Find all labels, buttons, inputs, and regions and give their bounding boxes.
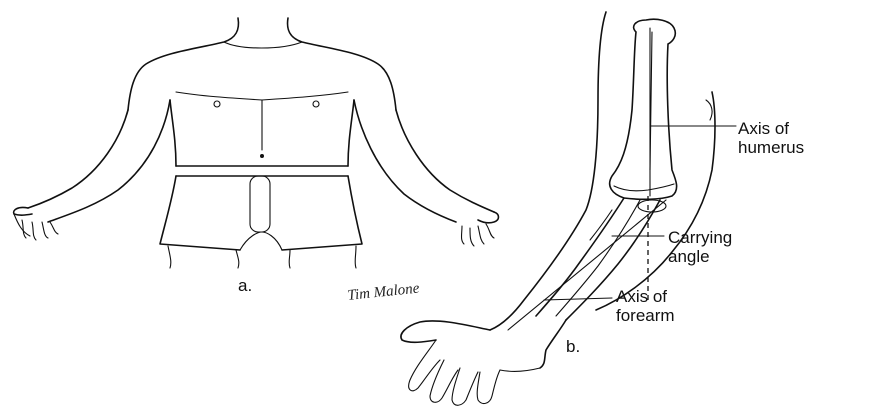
panel-a-label: a.: [238, 276, 252, 295]
forearm-leader-line: [544, 298, 612, 300]
panel-a-torso-drawing: [14, 18, 499, 268]
artist-signature: Tim Malone: [347, 280, 421, 303]
carrying-angle-label-line1: Carrying: [668, 228, 732, 247]
axis-forearm-label-line1: Axis of: [616, 287, 667, 306]
panel-b-arm-drawing: [401, 12, 715, 405]
carrying-angle-label-line2: angle: [668, 247, 710, 266]
axis-forearm-label-line2: forearm: [616, 306, 675, 325]
panel-b-label: b.: [566, 337, 580, 356]
axis-humerus-label-line1: Axis of: [738, 119, 789, 138]
axis-humerus-label-line2: humerus: [738, 138, 804, 157]
